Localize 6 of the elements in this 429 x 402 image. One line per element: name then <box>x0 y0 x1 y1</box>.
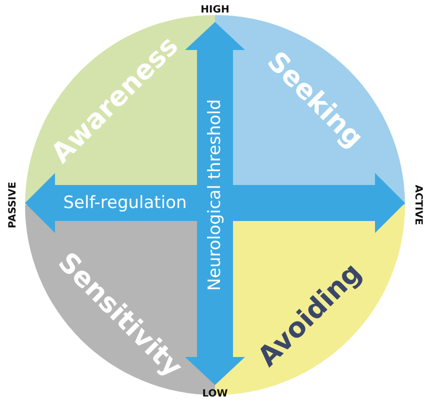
axis-label: HIGH <box>200 4 230 16</box>
arrow-label: Self-regulation <box>63 193 187 213</box>
axis-label: ACTIVE <box>412 184 424 226</box>
axis-label: PASSIVE <box>8 182 18 228</box>
axis-label: LOW <box>202 388 228 400</box>
arrow-label: Neurological threshold <box>205 99 225 291</box>
